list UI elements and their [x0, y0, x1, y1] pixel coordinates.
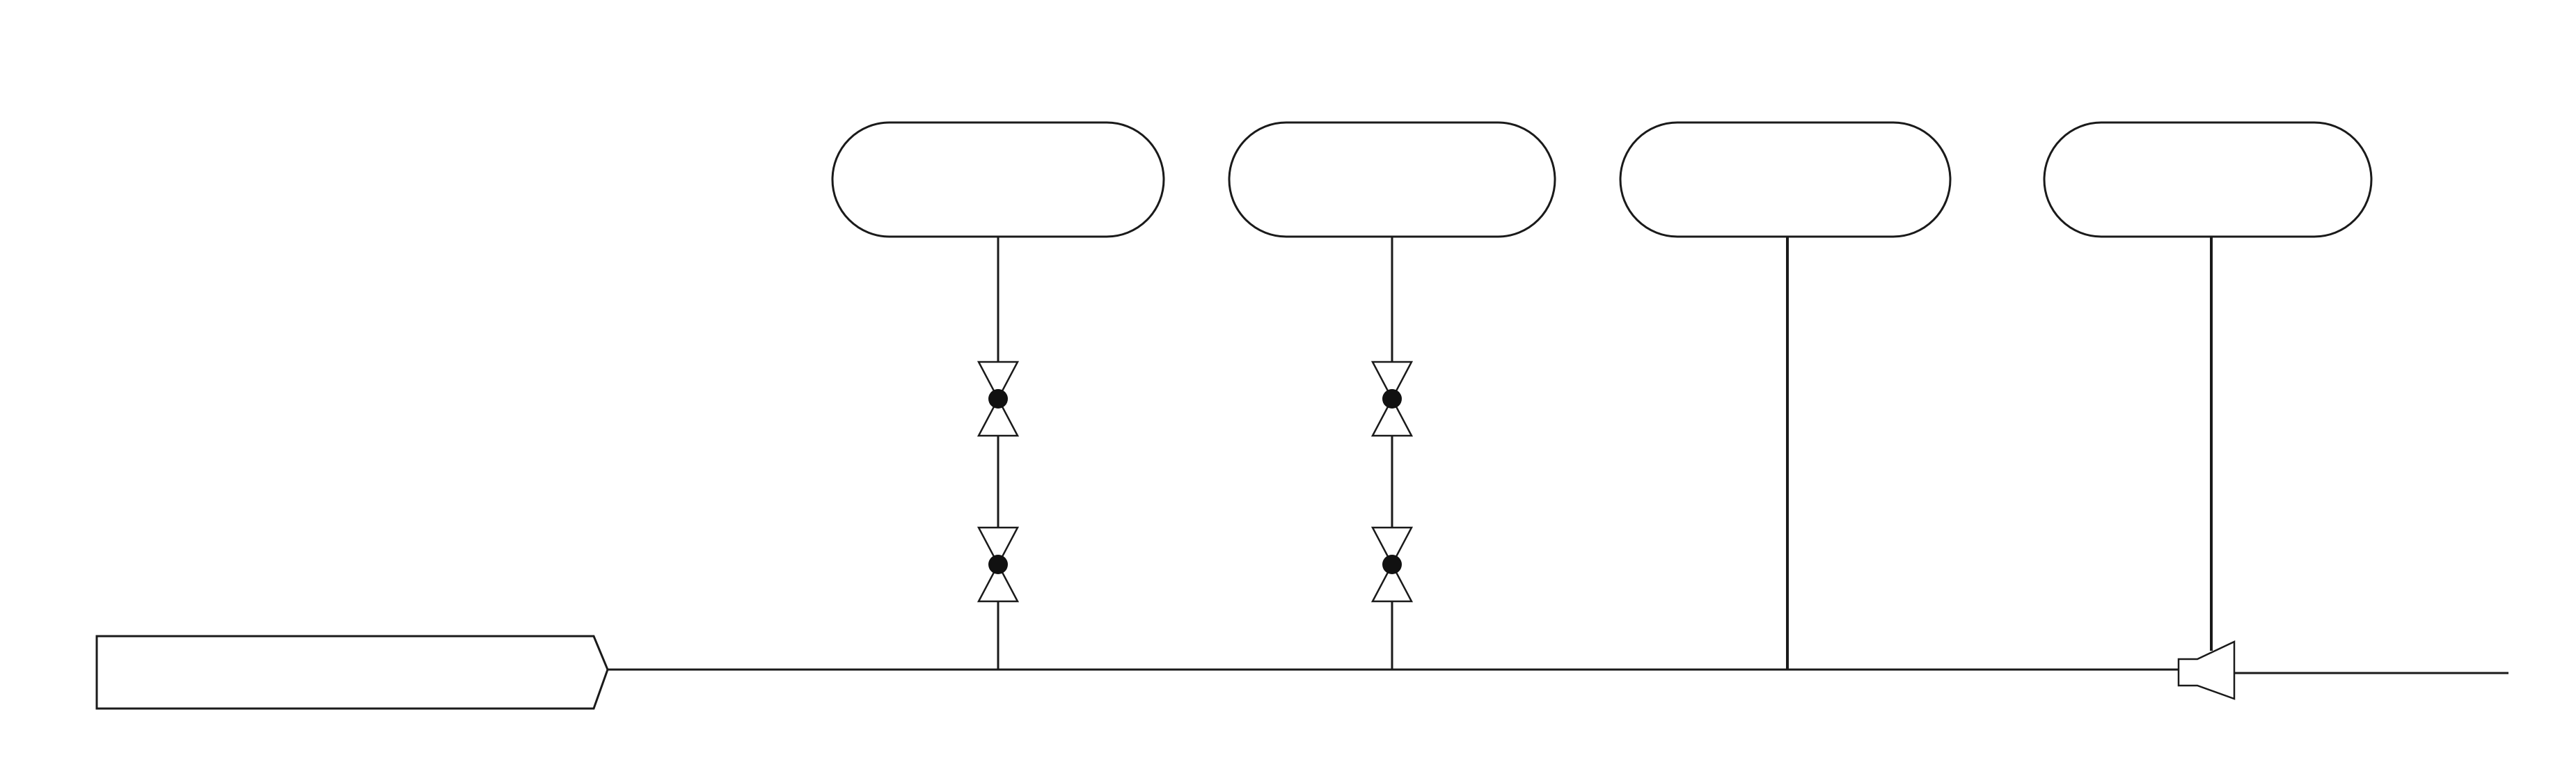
vessel-1-shape [831, 121, 1165, 238]
gate-valve-icon[interactable] [977, 361, 1020, 437]
reducer-icon[interactable] [2177, 640, 2236, 700]
gate-valve-icon[interactable] [977, 526, 1020, 603]
vessel-2[interactable] [1228, 121, 1556, 238]
vessel-2-shape [1228, 121, 1556, 238]
gate-valve-icon[interactable] [1370, 526, 1414, 603]
vessel-4-shape [2043, 121, 2373, 238]
source-block[interactable] [95, 635, 609, 710]
gate-valve-icon[interactable] [1370, 361, 1414, 437]
vessel-1[interactable] [831, 121, 1165, 238]
source-block-shape [95, 635, 609, 710]
vessel-3-shape [1619, 121, 1952, 238]
vessel-4[interactable] [2043, 121, 2373, 238]
vessel-3[interactable] [1619, 121, 1952, 238]
reducer-body [2177, 640, 2236, 700]
